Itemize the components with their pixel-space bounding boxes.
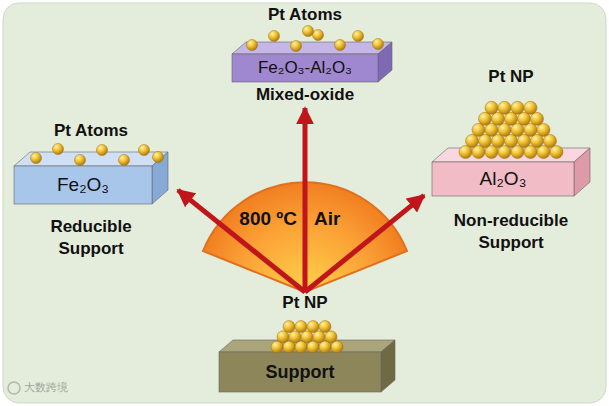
support-caption: Mixed-oxide (196, 84, 414, 106)
background-panel (3, 3, 606, 403)
particle-heading: Pt Atoms (196, 4, 414, 26)
catalyst-node: Pt AtomsFe₂O₃-Al₂O₃ Mixed-oxide (196, 4, 414, 108)
support-name: Fe₂O₃-Al₂O₃ (232, 57, 378, 79)
support-caption: Non-reducible Support (441, 210, 581, 254)
temperature-label: 800 ºC (200, 208, 297, 230)
particle-heading: Pt NP (205, 292, 405, 314)
reaction-arrow (178, 190, 305, 292)
watermark: 大数跨境 (24, 380, 114, 395)
catalyst-node: Pt AtomsFe₂O₃ Reducible Support (6, 120, 178, 266)
particle-heading: Pt Atoms (6, 120, 176, 142)
catalyst-node: Pt NP Al₂O₃ Non-reducible Support (424, 66, 604, 262)
pt-particles (247, 26, 384, 52)
watermark-icon (8, 382, 20, 394)
particle-heading: Pt NP (424, 66, 598, 88)
support-caption: Support (219, 361, 381, 383)
pt-particles (459, 101, 563, 158)
pt-particles (31, 144, 164, 166)
reaction-arrow (303, 108, 308, 292)
catalyst-node: Pt NP Support (205, 292, 405, 398)
support-name: Fe₂O₃ (14, 174, 152, 196)
reaction-arrow (305, 195, 424, 292)
support-caption: Reducible Support (31, 216, 151, 260)
pt-particles (271, 321, 343, 353)
support-name: Al₂O₃ (432, 168, 574, 190)
support-slab (424, 66, 604, 262)
atmosphere-label: Air (314, 208, 374, 230)
